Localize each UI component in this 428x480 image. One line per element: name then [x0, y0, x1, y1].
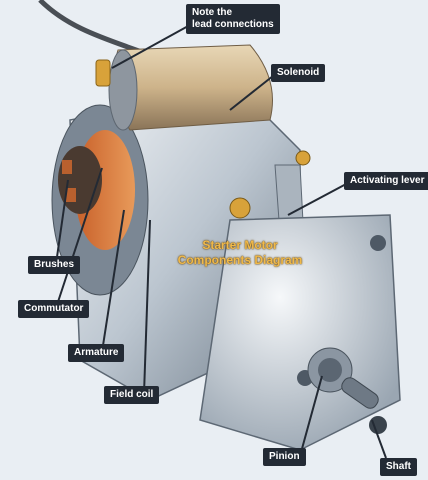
leader-line-activating-lever: [287, 182, 349, 216]
leader-line-commutator: [55, 167, 103, 309]
diagram-title: Starter Motor Components Diagram: [170, 238, 310, 268]
label-field-coil: Field coil: [104, 386, 160, 404]
leader-line-lead: [111, 24, 191, 69]
pinion-hub: [318, 358, 342, 382]
bolt: [295, 150, 311, 166]
label-lead-connections: Note the lead connections: [186, 4, 280, 34]
label-brushes: Brushes: [28, 256, 81, 274]
leader-line-pinion: [299, 375, 323, 457]
label-solenoid: Solenoid: [271, 64, 326, 82]
mounting-hole: [370, 235, 386, 251]
leader-line-field-coil: [143, 219, 151, 395]
diagram-title-line1: Starter Motor: [202, 238, 278, 252]
leader-line-solenoid: [229, 71, 279, 111]
bolt: [229, 197, 251, 219]
label-pinion: Pinion: [263, 448, 306, 466]
label-shaft: Shaft: [380, 458, 417, 476]
leader-line-shaft: [371, 419, 387, 459]
shaft-tip: [369, 416, 387, 434]
leader-line-armature: [101, 209, 125, 353]
leader-lines: [55, 24, 387, 459]
label-armature: Armature: [68, 344, 125, 362]
shaft-body: [341, 377, 379, 409]
lead-terminal: [95, 59, 111, 87]
diagram-title-line2: Components Diagram: [177, 253, 303, 267]
brush-block: [66, 188, 76, 202]
leader-line-brushes: [55, 179, 69, 265]
label-commutator: Commutator: [18, 300, 90, 318]
brush-block: [62, 160, 72, 174]
solenoid-cap: [108, 49, 138, 131]
label-activating-lever: Activating lever: [344, 172, 428, 190]
